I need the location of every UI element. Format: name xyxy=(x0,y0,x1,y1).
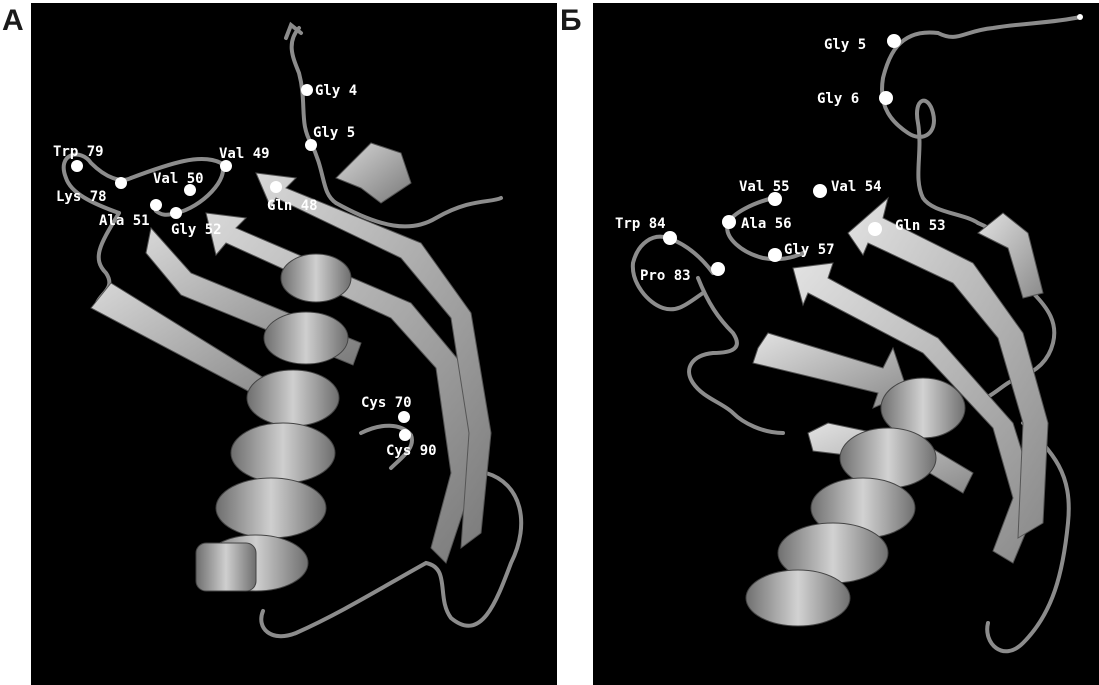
residue-dot xyxy=(663,231,677,245)
ribbon-diagram-a: Gly 4 Gly 5 Trp 79 Lys 78 Val 49 Val 50 … xyxy=(31,3,557,685)
residue-label: Val 54 xyxy=(831,179,882,195)
residue-label: Gly 5 xyxy=(313,125,355,141)
residue-dot xyxy=(115,177,127,189)
residue-dot xyxy=(270,181,282,193)
residue-dot xyxy=(170,207,182,219)
residue-dot xyxy=(399,429,411,441)
residue-label: Cys 70 xyxy=(361,395,412,411)
residue-label: Ala 51 xyxy=(99,213,150,229)
residue-label: Gly 4 xyxy=(315,83,357,99)
residue-label: Gly 52 xyxy=(171,222,222,238)
residue-label: Gly 5 xyxy=(824,37,866,53)
residue-label: Pro 83 xyxy=(640,268,691,284)
residue-dot xyxy=(1077,14,1083,20)
ribbon-diagram-b: Gly 5 Gly 6 Val 55 Val 54 Ala 56 Gln 53 … xyxy=(593,3,1099,685)
residue-label: Val 55 xyxy=(739,179,790,195)
residue-label: Cys 90 xyxy=(386,443,437,459)
residue-label: Gln 48 xyxy=(267,198,318,214)
residue-dot xyxy=(71,160,83,172)
residue-dot xyxy=(711,262,725,276)
residue-label: Gly 57 xyxy=(784,242,835,258)
protein-structure-panel-b: Gly 5 Gly 6 Val 55 Val 54 Ala 56 Gln 53 … xyxy=(593,3,1099,685)
residue-label: Lys 78 xyxy=(56,189,107,205)
residue-dot xyxy=(887,34,901,48)
residue-label: Trp 79 xyxy=(53,144,104,160)
panel-a-letter: А xyxy=(2,6,24,36)
residue-label: Ala 56 xyxy=(741,216,792,232)
residue-label: Trp 84 xyxy=(615,216,666,232)
protein-structure-panel-a: Gly 4 Gly 5 Trp 79 Lys 78 Val 49 Val 50 … xyxy=(31,3,557,685)
residue-dot xyxy=(301,84,313,96)
residue-markers-a: Gly 4 Gly 5 Trp 79 Lys 78 Val 49 Val 50 … xyxy=(53,83,437,459)
alpha-helix-b xyxy=(746,378,965,626)
residue-dot xyxy=(879,91,893,105)
residue-dot xyxy=(768,248,782,262)
panel-b-letter: Б xyxy=(560,6,582,36)
residue-label: Val 50 xyxy=(153,171,204,187)
residue-dot xyxy=(868,222,882,236)
residue-dot xyxy=(398,411,410,423)
residue-dot xyxy=(150,199,162,211)
residue-dot xyxy=(722,215,736,229)
residue-dot xyxy=(813,184,827,198)
residue-label: Gln 53 xyxy=(895,218,946,234)
residue-label: Val 49 xyxy=(219,146,270,162)
residue-label: Gly 6 xyxy=(817,91,859,107)
